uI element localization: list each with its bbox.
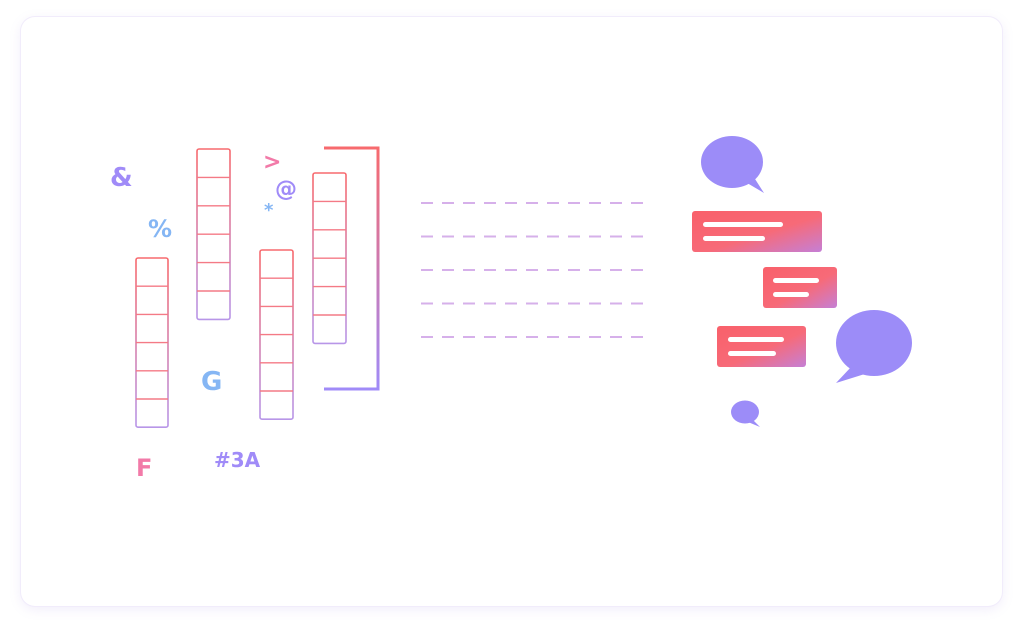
illustration-card <box>21 17 1002 606</box>
small-speech-bubble-icon <box>836 310 912 383</box>
token-columns <box>135 148 347 428</box>
large-speech-bubble-icon <box>701 136 764 193</box>
at-symbol: @ <box>275 177 297 202</box>
hash-3a-label: #3A <box>214 448 261 472</box>
token-column <box>312 172 347 345</box>
ampersand-symbol: & <box>110 163 133 193</box>
token-column <box>259 249 294 420</box>
chat-area <box>692 136 912 427</box>
bracket <box>324 146 380 391</box>
token-column <box>135 257 169 428</box>
greater-than-symbol: > <box>263 150 281 175</box>
asterisk-symbol: * <box>264 200 274 221</box>
message-card <box>692 211 822 252</box>
dashed-lines <box>421 202 646 338</box>
token-column <box>196 148 231 321</box>
percent-symbol: % <box>148 215 172 243</box>
message-card <box>717 326 806 367</box>
tiny-speech-bubble-icon <box>731 400 760 427</box>
message-card <box>763 267 837 308</box>
letter-g: G <box>201 367 222 397</box>
letter-f: F <box>136 454 152 482</box>
